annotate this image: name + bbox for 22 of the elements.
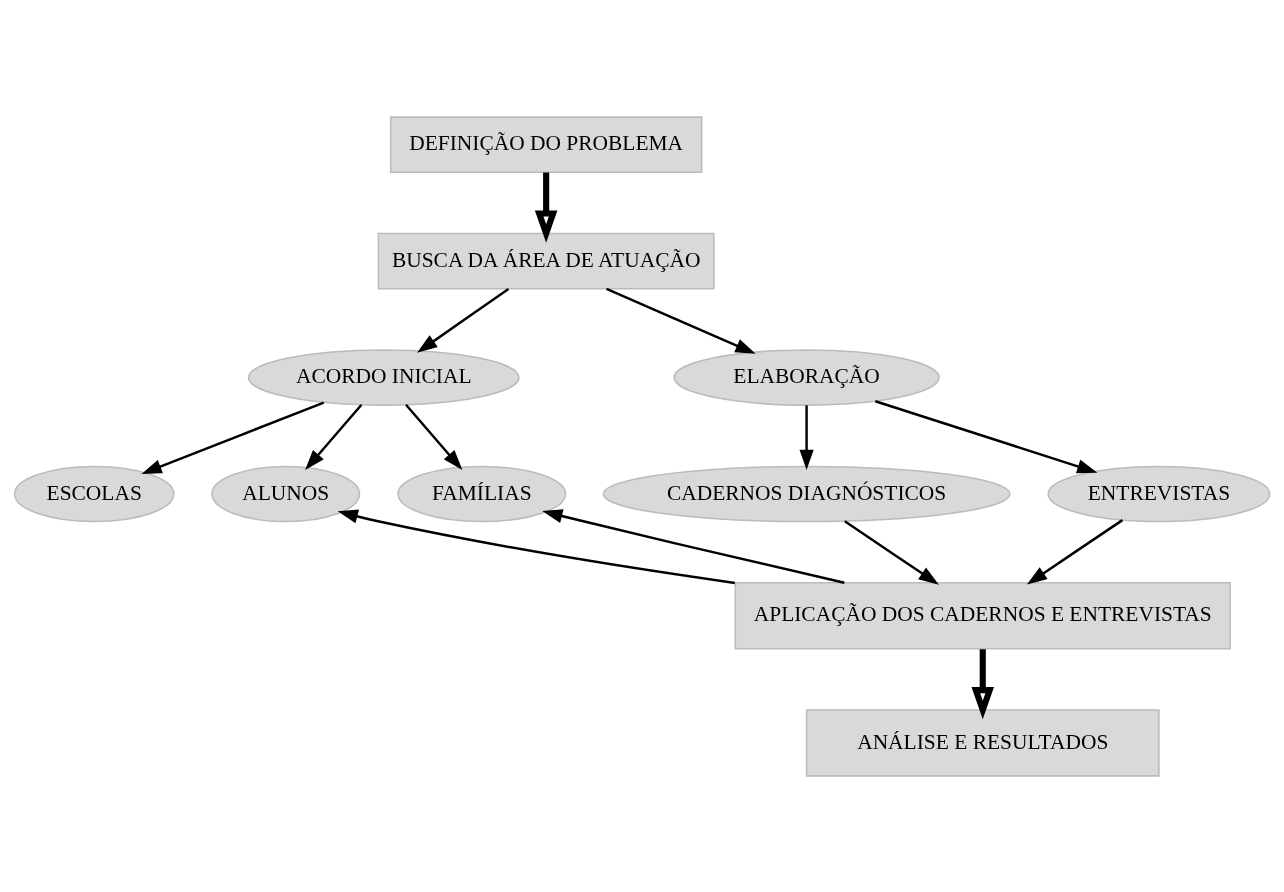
- node-box: ANÁLISE E RESULTADOS: [805, 708, 1160, 777]
- node-ellipse: ACORDO INICIAL: [247, 348, 520, 406]
- arrow: [417, 287, 510, 353]
- node-ellipse: ESCOLAS: [13, 465, 175, 522]
- arrow: [534, 172, 558, 243]
- node-ellipse: ELABORAÇÃO: [673, 348, 940, 406]
- arrow: [874, 399, 1098, 473]
- arrow: [1026, 518, 1124, 585]
- arrow: [337, 509, 735, 584]
- arrow: [971, 648, 995, 719]
- arrow: [542, 508, 845, 584]
- node-box: BUSCA DA ÁREA DE ATUAÇÃO: [377, 232, 715, 289]
- arrow: [405, 403, 463, 470]
- node-ellipse: CADERNOS DIAGNÓSTICOS: [602, 465, 1011, 522]
- node-ellipse: ENTREVISTAS: [1047, 465, 1271, 522]
- node-box: APLICAÇÃO DOS CADERNOS E ENTREVISTAS: [734, 581, 1231, 649]
- arrow: [844, 519, 939, 585]
- arrow: [799, 404, 814, 470]
- arrow: [606, 287, 756, 354]
- arrow: [141, 400, 325, 474]
- arrow: [305, 403, 363, 470]
- node-box: DEFINIÇÃO DO PROBLEMA: [389, 115, 703, 173]
